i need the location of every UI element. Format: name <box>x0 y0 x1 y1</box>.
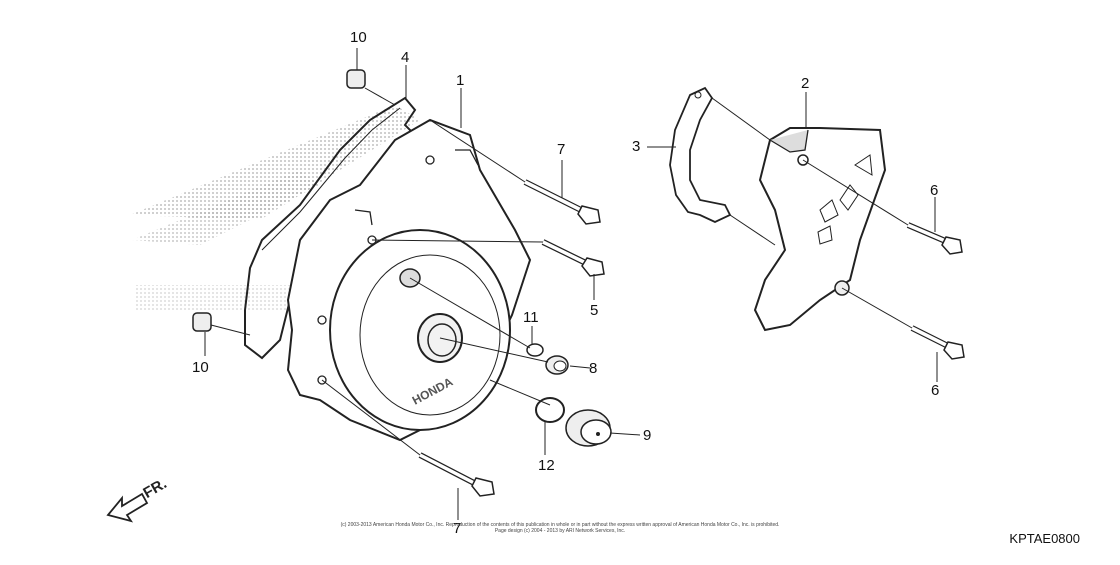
callout-9: 9 <box>643 427 652 444</box>
callout-10-lower: 10 <box>192 359 209 376</box>
callout-8: 8 <box>589 360 598 377</box>
front-direction-arrow <box>106 492 149 523</box>
callout-6-upper: 6 <box>930 182 939 199</box>
plug-8 <box>545 355 569 375</box>
callout-7-upper: 7 <box>557 141 566 158</box>
cap-9 <box>565 409 612 447</box>
copyright-line-1: (c) 2003-2013 American Honda Motor Co., … <box>340 522 780 528</box>
callout-7-lower: 7 <box>453 520 462 537</box>
callout-10-upper: 10 <box>350 29 367 46</box>
diagram-code: KPTAE0800 <box>1009 531 1080 546</box>
callout-4: 4 <box>401 49 410 66</box>
callout-2: 2 <box>801 75 810 92</box>
o-ring-12 <box>535 397 565 423</box>
callout-1: 1 <box>456 72 465 89</box>
bolt-6-lower <box>910 325 965 360</box>
bolt-7-upper <box>523 179 601 225</box>
callout-12: 12 <box>538 457 555 474</box>
crankcase-cover: HONDA <box>286 118 532 442</box>
leader-lines <box>204 48 938 520</box>
callout-3: 3 <box>632 138 641 155</box>
dowel-pin-lower <box>192 312 212 332</box>
bracket-3 <box>669 86 732 223</box>
bolt-5 <box>541 239 605 277</box>
callout-5: 5 <box>590 302 599 319</box>
bolt-7-lower <box>418 452 495 497</box>
callout-11: 11 <box>523 309 539 326</box>
copyright-line-2: Page design (c) 2004 - 2013 by ARI Netwo… <box>494 528 626 534</box>
bolt-6-upper <box>906 222 963 255</box>
callout-6-lower: 6 <box>931 382 940 399</box>
dowel-pin-upper <box>346 69 366 89</box>
sprocket-cover <box>753 127 887 332</box>
o-ring-11 <box>526 343 544 357</box>
copyright-notice: (c) 2003-2013 American Honda Motor Co., … <box>310 522 810 534</box>
